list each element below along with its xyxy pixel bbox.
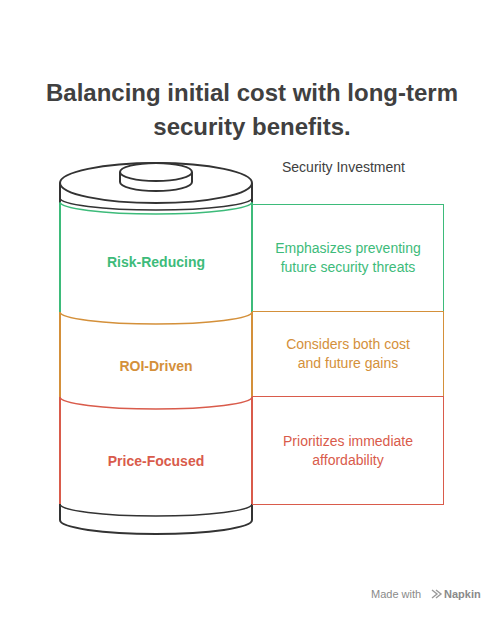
band-edge	[60, 202, 252, 214]
band-edge	[60, 397, 252, 409]
band-title: Risk-Reducing	[107, 253, 205, 272]
band-description: Considers both cost and future gains	[275, 335, 421, 373]
description-box: Prioritizes immediate affordability	[252, 396, 444, 505]
napkin-icon	[432, 590, 441, 598]
band-label: ROI-Driven	[62, 320, 250, 412]
band-title: ROI-Driven	[119, 357, 192, 376]
stack-label: Security Investment	[282, 159, 405, 175]
band-title: Price-Focused	[108, 452, 204, 471]
band-edge	[60, 312, 252, 324]
band-edge	[60, 504, 252, 516]
band-label: Price-Focused	[62, 405, 250, 517]
cylinder-top	[60, 163, 252, 203]
band-edge	[60, 198, 252, 210]
band-description: Prioritizes immediate affordability	[275, 432, 421, 470]
band-description: Emphasizes preventing future security th…	[275, 239, 421, 277]
watermark: Made with	[371, 586, 421, 602]
band-side	[59, 203, 61, 312]
diagram-title: Balancing initial cost with long-term se…	[40, 76, 464, 144]
cylinder-cap-top	[120, 163, 192, 181]
band-side	[59, 312, 61, 397]
cylinder-body	[60, 183, 252, 534]
description-box: Emphasizes preventing future security th…	[252, 204, 444, 312]
band-side	[59, 397, 61, 504]
description-box: Considers both cost and future gains	[252, 311, 444, 397]
band-label: Risk-Reducing	[62, 212, 250, 312]
watermark: Napkin	[444, 586, 481, 602]
